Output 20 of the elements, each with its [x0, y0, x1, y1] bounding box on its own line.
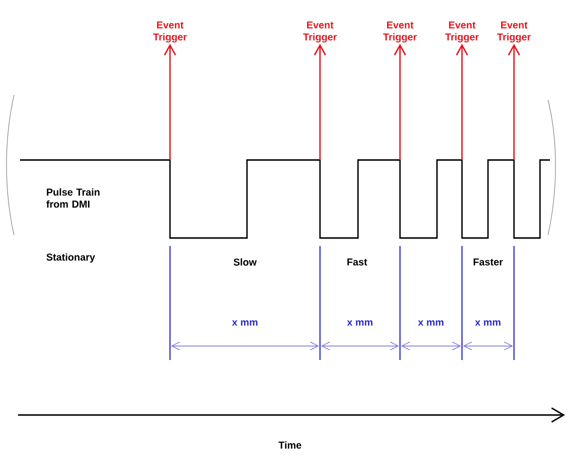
trigger-label: Event Trigger	[153, 22, 187, 42]
arrow	[164, 44, 176, 160]
trigger-label: Event Trigger	[303, 22, 337, 42]
trigger-label: Event Trigger	[445, 22, 479, 42]
dimension-label: x mm	[475, 320, 500, 326]
arrow	[456, 44, 468, 160]
text-label: Fast	[347, 258, 368, 266]
dimension-label: x mm	[347, 320, 372, 326]
trigger-label: Event Trigger	[497, 22, 531, 42]
arrow	[394, 44, 406, 160]
axis-label: Time	[278, 441, 302, 449]
dimension-label: x mm	[232, 320, 258, 326]
arrow	[508, 44, 520, 160]
text-label: Faster	[474, 258, 503, 266]
dimension-label: x mm	[418, 320, 444, 326]
text-label: Stationary	[46, 253, 96, 263]
arrow	[314, 44, 326, 160]
text-label: Pulse Train from DMI	[46, 188, 100, 208]
trigger-label: Event Trigger	[383, 22, 417, 42]
text-label: Slow	[234, 258, 257, 266]
